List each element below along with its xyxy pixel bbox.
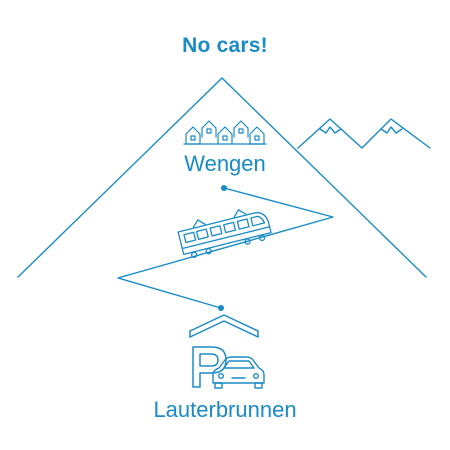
parking-garage-icon: [189, 314, 259, 388]
headline: No cars!: [182, 34, 268, 57]
train-icon: [177, 209, 272, 258]
small-peaks-icon: [297, 118, 431, 149]
car-icon: [212, 356, 265, 389]
lauterbrunnen-marker: [218, 305, 224, 311]
parking-p-icon: [192, 346, 227, 388]
route-line: [117, 185, 334, 311]
wengen-marker: [221, 185, 227, 191]
houses-icon: [183, 120, 267, 145]
place-label-wengen: Wengen: [184, 151, 266, 176]
place-label-lauterbrunnen: Lauterbrunnen: [153, 397, 297, 422]
mountain-icon: [17, 77, 427, 278]
